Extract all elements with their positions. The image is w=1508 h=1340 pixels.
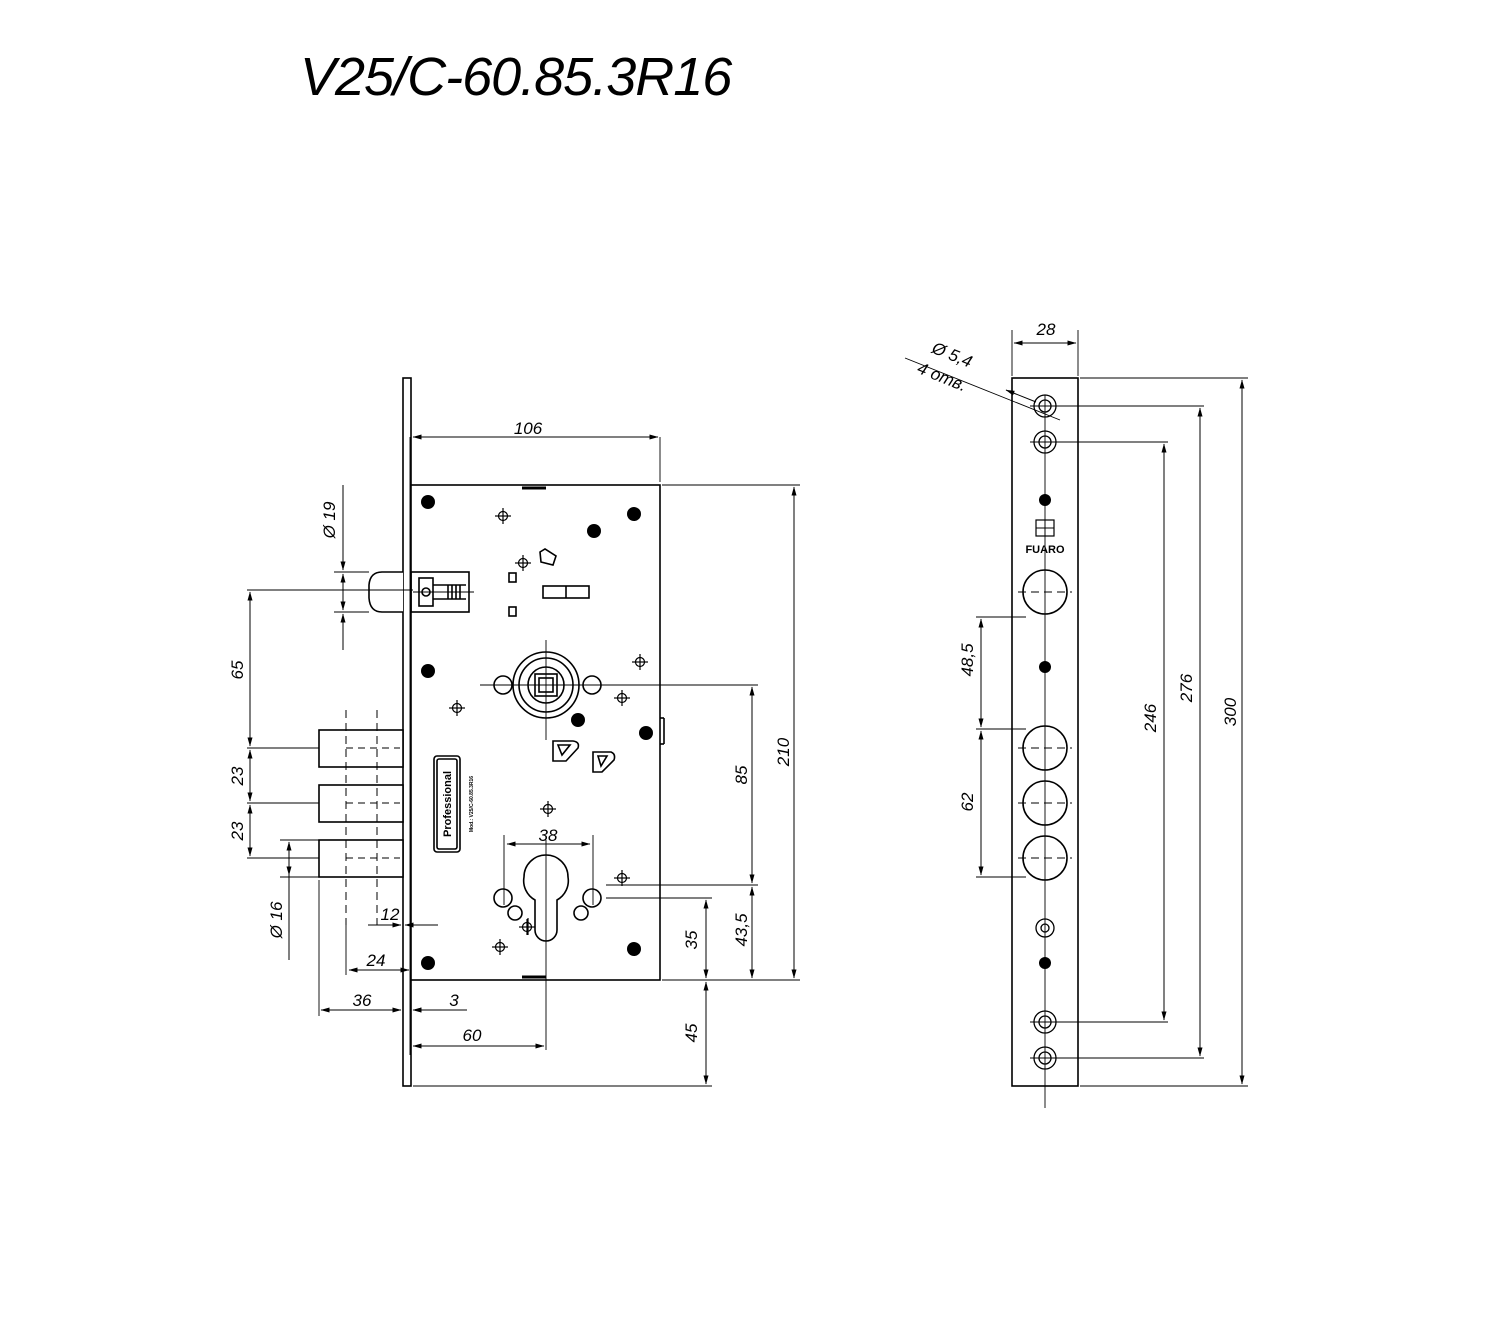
fuaro-brand-label: FUARO (1025, 544, 1065, 556)
front-centerlines (247, 437, 800, 1087)
dim-cylinder-height: 35 (682, 930, 701, 949)
dim-bolt-span: 62 (958, 792, 977, 811)
screw-hole (1039, 661, 1051, 673)
deadbolt-1 (318, 729, 404, 768)
screw-hole (627, 942, 641, 956)
cylinder-cutout (493, 854, 602, 942)
dim-handle-to-cylinder: 85 (732, 765, 751, 784)
dim-case-height: 210 (774, 737, 793, 767)
dim-cylinder-to-bottom: 43,5 (732, 913, 751, 947)
dim-faceplate-height: 300 (1221, 697, 1240, 726)
pin-hole (614, 690, 630, 706)
screw-hole (639, 726, 653, 740)
latch-opening (1018, 569, 1072, 615)
internal-details (433, 548, 616, 853)
screw-hole (421, 495, 435, 509)
mounting-hole (1030, 1010, 1060, 1034)
dim-inner-holes: 246 (1141, 703, 1160, 733)
screw-hole (587, 524, 601, 538)
dim-bolt-length: 36 (353, 991, 372, 1010)
front-holes (421, 495, 653, 970)
pin-hole (515, 555, 531, 571)
dim-faceplate-thickness: 3 (449, 991, 459, 1010)
dim-bolt-diameter: Ø 16 (267, 901, 286, 939)
pin-hole (495, 508, 511, 524)
screw-hole (421, 956, 435, 970)
pin-hole (449, 700, 465, 716)
screw-hole (421, 664, 435, 678)
pin-hole (632, 654, 648, 670)
front-view (318, 377, 665, 1087)
dim-outer-holes: 276 (1177, 673, 1196, 703)
dim-bolt-throw: 24 (366, 951, 386, 970)
dim-bolt-offset: 12 (381, 905, 400, 924)
screw-hole (627, 507, 641, 521)
screw-hole (1039, 957, 1051, 969)
screw-hole (1039, 494, 1051, 506)
lock-case (410, 484, 661, 981)
bolt-opening (1018, 725, 1072, 771)
dim-latch-offset: 65 (228, 660, 247, 679)
dim-bolt-pitch-2: 23 (228, 821, 247, 841)
pin-hole (614, 870, 630, 886)
bolt-opening (1018, 780, 1072, 826)
dim-case-width: 106 (514, 419, 543, 438)
fuaro-logo-icon (1035, 519, 1055, 537)
side-view (1011, 377, 1079, 1108)
mounting-hole (1030, 430, 1060, 454)
deadbolt-3 (318, 839, 404, 878)
dim-backset: 60 (463, 1026, 482, 1045)
dim-latch-to-bolt: 48,5 (958, 643, 977, 677)
mounting-hole (1030, 1046, 1060, 1070)
dimension-lines (247, 340, 1245, 1085)
center-screw (1035, 918, 1055, 938)
pin-hole (540, 801, 556, 817)
drawing-title: V25/C-60.85.3R16 (300, 47, 732, 107)
dim-faceplate-width: 28 (1036, 320, 1056, 339)
screw-hole (571, 713, 585, 727)
pin-hole (519, 919, 535, 935)
leader-line (1005, 389, 1037, 403)
dim-latch-diameter: Ø 19 (320, 501, 339, 539)
dim-cylinder-holes: 38 (539, 826, 558, 845)
side-extension-lines (904, 330, 1248, 1087)
deadbolt-2 (318, 784, 404, 823)
dim-bolt-pitch-1: 23 (228, 766, 247, 786)
professional-label: Professional (442, 771, 454, 837)
model-label: Mod.: V25/C-60.85.3R16 (469, 776, 475, 832)
side-holes (1018, 394, 1072, 1070)
dim-faceplate-overhang: 45 (682, 1023, 701, 1042)
pin-hole (492, 939, 508, 955)
bolt-opening (1018, 835, 1072, 881)
mounting-hole (1030, 394, 1060, 418)
